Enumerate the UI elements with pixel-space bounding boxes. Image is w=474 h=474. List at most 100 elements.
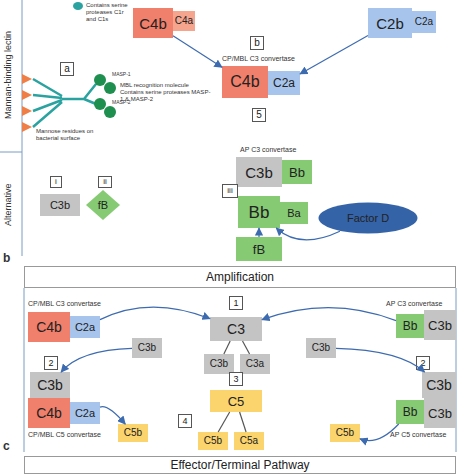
node-text: Bb bbox=[403, 406, 418, 418]
callout-number: 5 bbox=[252, 108, 266, 122]
node-text: 2 bbox=[48, 359, 53, 368]
masp-circle bbox=[104, 106, 116, 118]
reaction-arrow bbox=[262, 308, 396, 321]
node-text: Bb bbox=[403, 320, 418, 332]
c2-fragment-box: C2b bbox=[368, 8, 412, 38]
callout-number: 4 bbox=[178, 414, 192, 428]
c2-fragment-box: C2a bbox=[70, 402, 100, 424]
section-letter: c bbox=[3, 440, 17, 454]
node-text: C3b bbox=[428, 407, 452, 420]
node-text: C2a bbox=[415, 17, 433, 27]
c5-fragment-box: C5b bbox=[118, 424, 148, 442]
section-letter: b bbox=[3, 252, 17, 266]
c3-fragment-box: C3a bbox=[240, 354, 270, 374]
node-text: i bbox=[55, 178, 57, 186]
node-text: C2b bbox=[376, 16, 404, 31]
convertase-label: AP C5 convertase bbox=[390, 431, 470, 439]
node-text: Ba bbox=[287, 208, 300, 219]
node-text: iii bbox=[227, 187, 232, 195]
reaction-arrow bbox=[300, 35, 368, 73]
node-text: C5b bbox=[336, 428, 354, 438]
node-text: C3b bbox=[426, 378, 452, 392]
node-text: C3b bbox=[210, 359, 228, 369]
c2-fragment-box: C2a bbox=[70, 316, 100, 338]
split-line bbox=[224, 341, 230, 354]
c5-fragment-box: C5a bbox=[234, 432, 264, 450]
masp-circle bbox=[94, 98, 106, 110]
c3-fragment-box: C3b bbox=[236, 157, 282, 187]
c5-fragment-box: C5 bbox=[210, 390, 262, 412]
callout-number: 1 bbox=[229, 296, 243, 310]
node-text: C5 bbox=[228, 395, 245, 408]
split-line bbox=[240, 412, 247, 432]
protease-label: MASP-1 bbox=[112, 72, 142, 78]
c3-fragment-box: C3b bbox=[424, 310, 456, 340]
node-text: C3a bbox=[246, 359, 264, 369]
node-text: C3b bbox=[138, 343, 156, 353]
convertase-label: CP/MBL C3 convertase bbox=[222, 55, 322, 63]
node-text: C5a bbox=[240, 436, 258, 446]
c3-fragment-box: C3b bbox=[132, 338, 162, 358]
c3-fragment-box: C3b bbox=[424, 398, 456, 428]
reaction-arrow bbox=[61, 348, 132, 372]
reaction-arrow bbox=[360, 424, 399, 441]
callout-number: i bbox=[50, 176, 62, 188]
node-text: 3 bbox=[233, 375, 238, 384]
node-text: C3b bbox=[312, 343, 330, 353]
mannose-residue bbox=[22, 122, 32, 132]
reaction-arrow bbox=[258, 228, 259, 237]
note-text: Contains serine proteases C1r and C1s bbox=[86, 2, 132, 23]
c2-fragment-box: C2a bbox=[268, 71, 300, 95]
callout-number: a bbox=[60, 62, 74, 76]
mannose-residue bbox=[22, 90, 32, 100]
c4-fragment-box: C4b bbox=[133, 8, 173, 38]
c3-fragment-box: C3b bbox=[306, 338, 336, 358]
node-text: Amplification bbox=[206, 271, 274, 283]
reaction-arrow bbox=[100, 307, 210, 320]
split-line bbox=[218, 412, 230, 432]
node-text: 2 bbox=[420, 359, 425, 368]
c2-fragment-box: C2a bbox=[412, 11, 436, 33]
c3-fragment-box: C3b bbox=[30, 372, 70, 398]
c4-fragment-box: C4b bbox=[28, 312, 70, 342]
callout-number: 2 bbox=[44, 356, 58, 370]
node-text: C2a bbox=[75, 408, 95, 419]
c3-fragment-box: C3b bbox=[204, 354, 234, 374]
node-text: Effector/Terminal Pathway bbox=[170, 459, 309, 471]
node-text: C2a bbox=[273, 77, 295, 89]
callout-number: iii bbox=[222, 184, 238, 198]
pathway-label: Alternative bbox=[3, 165, 13, 245]
mbl-stalk bbox=[33, 79, 96, 127]
masp-circle bbox=[94, 74, 106, 86]
c3-fragment-box: C3b bbox=[422, 372, 456, 398]
node-text: C4b bbox=[36, 406, 62, 420]
factor-b-diamond: fB bbox=[86, 190, 120, 220]
node-text: C5b bbox=[124, 428, 142, 438]
node-text: C3b bbox=[50, 200, 70, 211]
section-header: Effector/Terminal Pathway bbox=[24, 456, 456, 474]
node-text: C4a bbox=[175, 16, 193, 26]
split-line bbox=[243, 341, 250, 354]
factor-b-box: Bb bbox=[238, 196, 280, 228]
node-text: C3 bbox=[227, 322, 245, 336]
node-text: 1 bbox=[233, 299, 238, 308]
c5-fragment-box: C5b bbox=[330, 424, 360, 442]
node-text: C3b bbox=[37, 378, 63, 392]
section-header: Amplification bbox=[24, 266, 456, 288]
pathway-divider bbox=[0, 152, 22, 153]
c1q-head bbox=[73, 2, 83, 10]
diamond-shape bbox=[86, 190, 120, 220]
convertase-label: AP C3 convertase bbox=[240, 146, 320, 154]
masp-circle bbox=[104, 82, 116, 94]
reaction-arrow bbox=[276, 228, 340, 240]
c4-fragment-box: C4b bbox=[222, 66, 268, 98]
convertase-label: CP/MBL C5 convertase bbox=[28, 431, 128, 439]
pathway-label: Mannan-binding lectin bbox=[3, 10, 13, 140]
node-text: C2a bbox=[75, 322, 95, 333]
reaction-arrow bbox=[336, 348, 425, 372]
node-text: Factor D bbox=[347, 213, 389, 224]
node-text: b bbox=[254, 38, 260, 48]
node-text: C4b bbox=[36, 320, 62, 334]
protease-label: MASP-2 bbox=[112, 100, 142, 106]
c4-fragment-box: C4a bbox=[173, 11, 195, 31]
